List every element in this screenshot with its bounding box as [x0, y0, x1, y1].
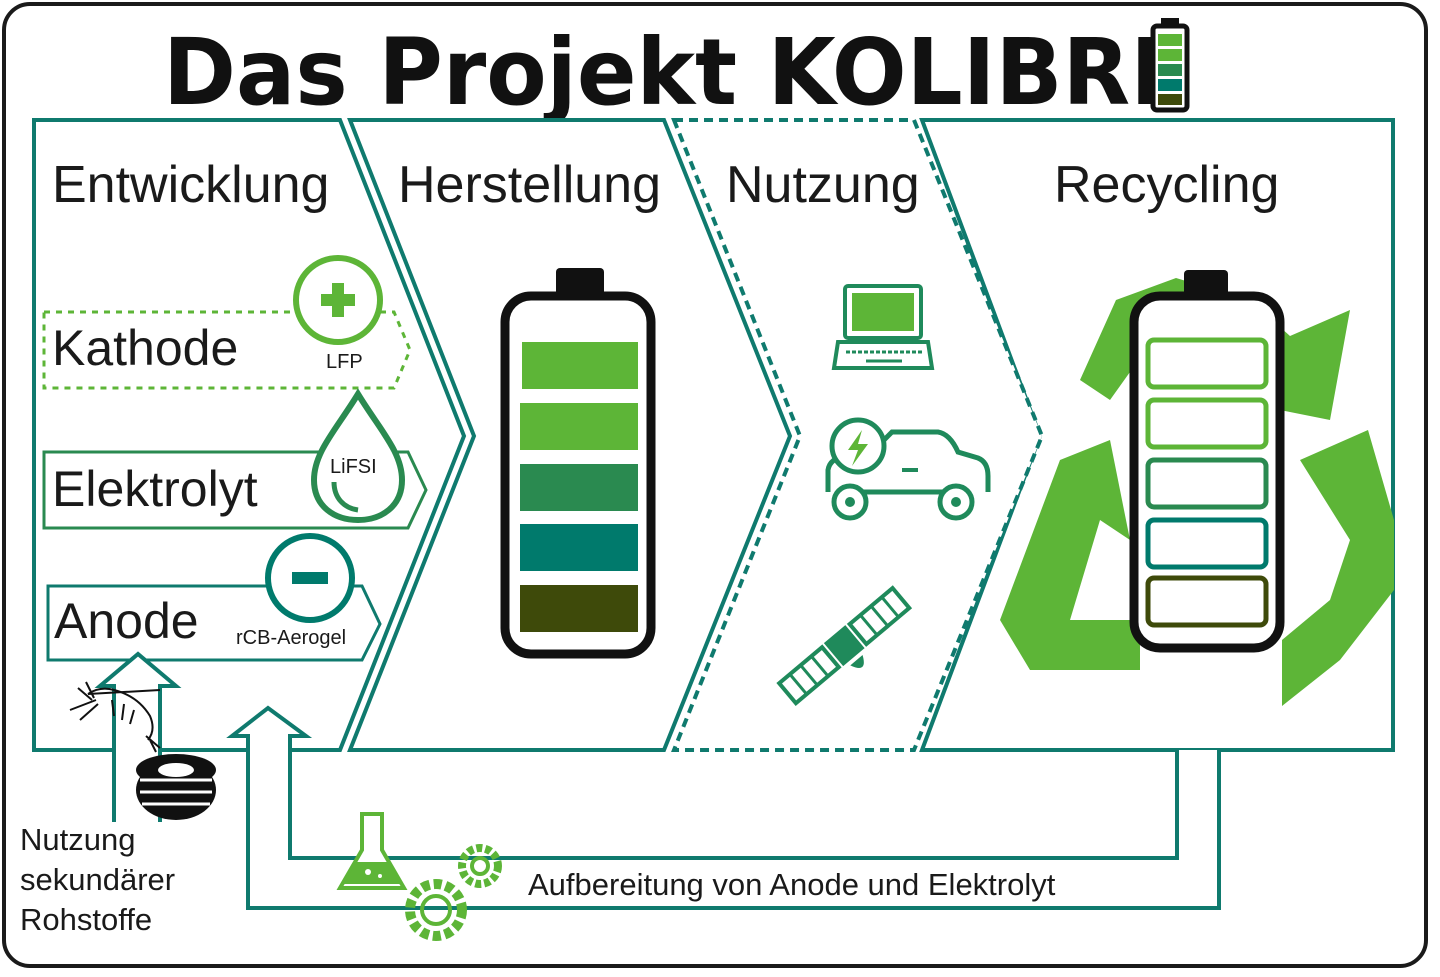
laptop-icon: [831, 284, 935, 370]
shrimp-icon: [69, 681, 161, 753]
cathode-label: Kathode: [52, 320, 238, 376]
electrolyte-material: LiFSI: [330, 456, 377, 478]
secondary-raw-line-2: sekundärer: [20, 862, 175, 897]
stage-label-usage: Nutzung: [726, 156, 920, 214]
title-battery-icon: [1150, 18, 1190, 113]
secondary-raw-line-3: Rohstoffe: [20, 902, 152, 937]
flask-icon: [336, 812, 408, 890]
minus-icon: [265, 533, 355, 623]
processing-label: Aufbereitung von Anode und Elektrolyt: [528, 867, 1056, 902]
stage-label-recycling: Recycling: [1054, 156, 1279, 214]
anode-material: rCB-Aerogel: [236, 627, 346, 649]
drop-icon: [310, 388, 406, 524]
tire-icon: [136, 754, 216, 820]
stage-label-manufacturing: Herstellung: [398, 156, 661, 214]
electrolyte-label: Elektrolyt: [52, 461, 258, 517]
cathode-material: LFP: [326, 351, 363, 373]
recycling-battery-icon: [1129, 270, 1285, 653]
electric-car-icon: [825, 417, 991, 521]
battery-icon: [500, 268, 656, 659]
page-title: Das Projekt KOLIBRI: [163, 19, 1163, 126]
anode-label: Anode: [54, 593, 199, 649]
satellite-icon: [776, 585, 913, 706]
stage-label-development: Entwicklung: [52, 156, 329, 214]
secondary-raw-line-1: Nutzung: [20, 822, 135, 857]
plus-icon: [293, 255, 383, 345]
gear-icon: [405, 844, 502, 941]
